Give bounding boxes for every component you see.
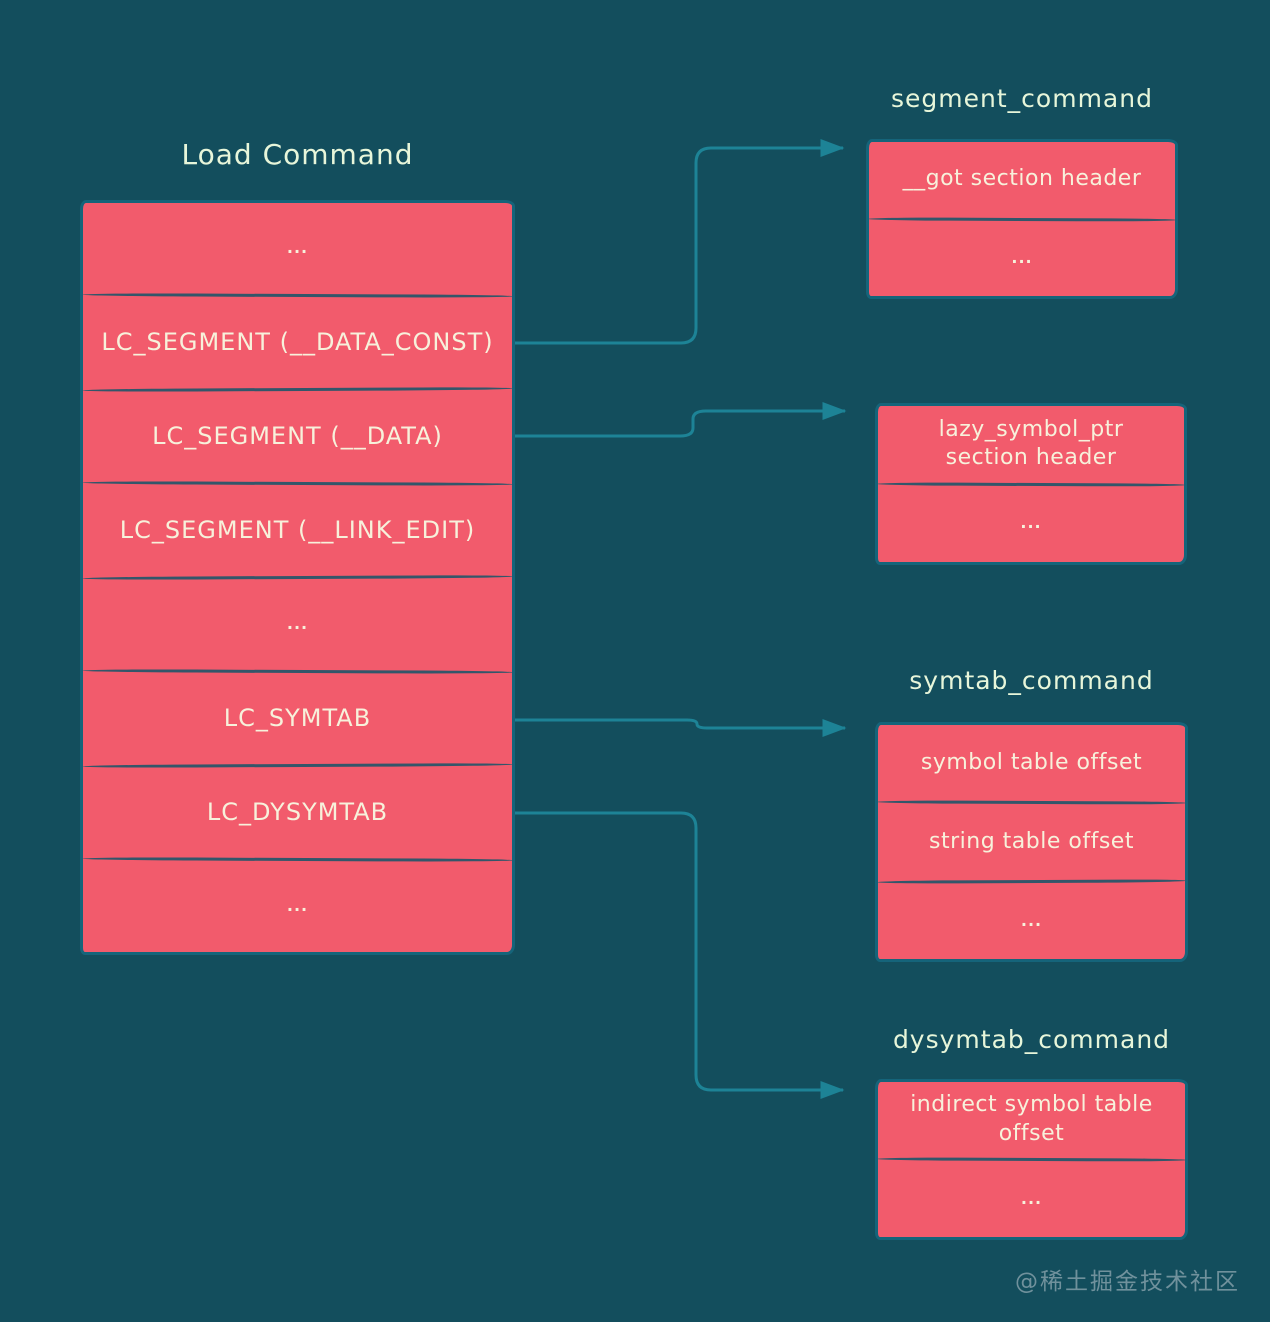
dysymtab-command-box: indirect symbol table offset ... [875,1079,1188,1240]
dysymtab-command-row-indirect-symbol-table-offset: indirect symbol table offset [910,1092,1153,1146]
symtab-command-title: symtab_command [909,666,1154,695]
load-command-row-lc-segment-link-edit: LC_SEGMENT (__LINK_EDIT) [119,515,476,544]
segment-command-box: __got section header ... [866,139,1178,299]
dysymtab-command-title: dysymtab_command [892,1025,1171,1054]
arrow-data-const-to-segment-command [513,139,845,345]
arrow-dysymtab-to-dysymtab-command [513,811,845,1099]
segment-command-row-got-section-header: __got section header [902,166,1142,192]
symtab-command-row-symbol-table-offset: symbol table offset [920,749,1143,775]
load-command-row: ... [286,614,309,634]
segment-command-title: segment_command [891,84,1153,113]
load-command-row: ... [286,896,309,916]
dysymtab-command-row: ... [1020,1188,1043,1208]
lazy-symbol-ptr-box: lazy_symbol_ptr section header ... [875,403,1187,565]
symtab-command-row: ... [1020,910,1043,930]
load-command-row-lc-dysymtab: LC_DYSYMTAB [206,797,389,826]
watermark: @稀土掘金技术社区 [1015,1269,1240,1295]
load-command-row-lc-symtab: LC_SYMTAB [223,703,372,732]
load-command-row-lc-segment-data-const: LC_SEGMENT (__DATA_CONST) [101,327,494,356]
load-command-title: Load Command [181,138,414,171]
symtab-command-box: symbol table offset string table offset … [875,722,1188,962]
lazy-symbol-ptr-row: ... [1020,513,1042,533]
symtab-command-row-string-table-offset: string table offset [929,828,1134,854]
arrow-symtab-to-symtab-command [513,718,847,737]
arrow-data-to-lazy-symbol-ptr [513,402,847,438]
segment-command-row: ... [1011,247,1033,267]
load-command-stack: ... LC_SEGMENT (__DATA_CONST) LC_SEGMENT… [80,200,515,955]
lazy-symbol-ptr-row-header: lazy_symbol_ptr section header [938,416,1124,471]
load-command-row: ... [286,238,309,258]
load-command-row-lc-segment-data: LC_SEGMENT (__DATA) [152,421,443,450]
